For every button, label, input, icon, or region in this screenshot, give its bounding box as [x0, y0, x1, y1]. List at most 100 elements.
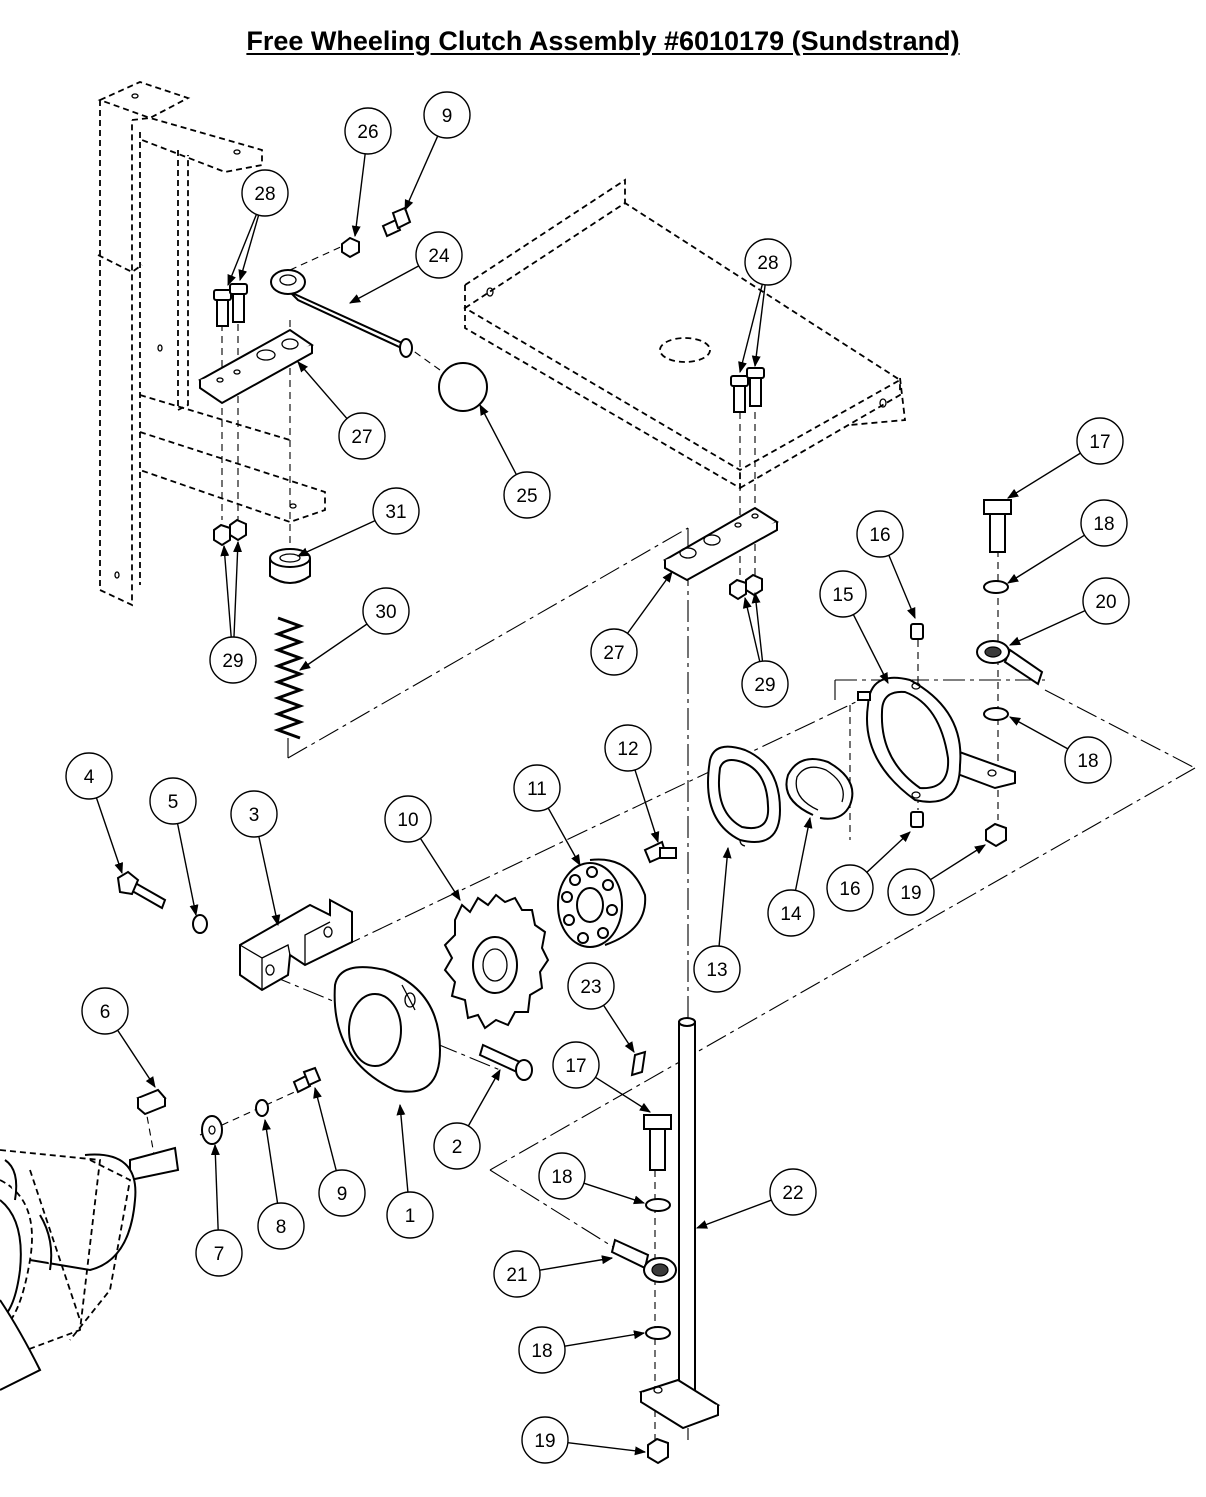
screw-16-top — [910, 623, 924, 640]
callout-number: 15 — [832, 585, 853, 606]
callout-circle — [81, 987, 129, 1035]
callout-leader — [313, 1086, 337, 1171]
callout-number: 27 — [603, 643, 624, 664]
callout-circle — [1082, 577, 1130, 625]
callout-balloon-18: 18 — [1064, 736, 1112, 784]
callout-balloon-25: 25 — [503, 471, 551, 519]
callout-leader — [564, 1330, 646, 1347]
callout-circle — [741, 660, 789, 708]
callout-circle — [344, 107, 392, 155]
callout-circle — [372, 487, 420, 535]
callout-balloon-8: 8 — [257, 1202, 305, 1250]
callout-balloon-30: 30 — [362, 587, 410, 635]
callout-number: 19 — [534, 1431, 555, 1452]
callout-number: 8 — [276, 1217, 287, 1238]
callout-leader — [117, 1029, 156, 1088]
callout-leader — [930, 844, 986, 881]
callout-circle — [386, 1191, 434, 1239]
callout-leader — [583, 1182, 646, 1205]
callout-number: 14 — [780, 904, 802, 925]
callout-circle — [538, 1152, 586, 1200]
callout-circle — [887, 868, 935, 916]
callout-number: 18 — [1093, 514, 1114, 535]
callout-circle — [552, 1041, 600, 1089]
callout-leader — [233, 540, 243, 638]
callout-number: 26 — [357, 122, 378, 143]
callout-leader — [419, 837, 461, 901]
callout-leader — [176, 823, 199, 917]
callout-number: 27 — [351, 427, 372, 448]
callout-balloon-18: 18 — [518, 1326, 566, 1374]
callout-leader — [258, 836, 281, 927]
callout-circle — [423, 91, 471, 139]
callout-number: 28 — [254, 184, 275, 205]
callout-circle — [567, 962, 615, 1010]
callout-number: 1 — [405, 1206, 416, 1227]
callout-circle — [769, 1168, 817, 1216]
callout-number: 6 — [100, 1002, 111, 1023]
callout-balloon-7: 7 — [195, 1229, 243, 1277]
callout-number: 19 — [900, 883, 921, 904]
callout-balloon-6: 6 — [81, 987, 129, 1035]
callout-number: 23 — [580, 977, 601, 998]
callout-number: 11 — [527, 779, 547, 800]
callout-balloon-23: 23 — [567, 962, 615, 1010]
washer-18-c — [645, 1198, 671, 1212]
callout-circle — [257, 1202, 305, 1250]
callout-circle — [819, 570, 867, 618]
pin-23 — [630, 1050, 647, 1077]
callout-number: 30 — [375, 602, 396, 623]
callout-circle — [318, 1169, 366, 1217]
callout-circle — [362, 587, 410, 635]
shaft-22 — [638, 1017, 721, 1430]
platform-plate — [463, 178, 907, 490]
callout-circle — [1080, 499, 1128, 547]
callout-circle — [518, 1326, 566, 1374]
callout-leader — [1008, 609, 1086, 646]
callout-leader — [751, 591, 764, 662]
lock-washer-8 — [255, 1099, 269, 1117]
bolt-17-top — [983, 499, 1012, 553]
callout-balloon-20: 20 — [1082, 577, 1130, 625]
collar-31 — [269, 548, 311, 584]
callout-balloon-28: 28 — [241, 169, 289, 217]
callout-leader — [299, 623, 368, 671]
bolt-9-top — [381, 206, 412, 238]
callout-circle — [338, 412, 386, 460]
nut-19-a — [985, 822, 1007, 848]
grease-fitting-12 — [643, 840, 677, 864]
callout-leader — [296, 519, 376, 557]
callout-circle — [241, 169, 289, 217]
callout-number: 25 — [516, 486, 537, 507]
callout-number: 28 — [757, 253, 778, 274]
callout-balloon-17: 17 — [1076, 417, 1124, 465]
callout-balloon-18: 18 — [1080, 499, 1128, 547]
callout-leader — [547, 807, 581, 866]
diagram-title: Free Wheeling Clutch Assembly #6010179 (… — [246, 26, 960, 56]
washer-18-d — [645, 1326, 671, 1340]
callout-balloon-24: 24 — [415, 231, 463, 279]
washer-7 — [201, 1115, 223, 1145]
callout-balloon-17: 17 — [552, 1041, 600, 1089]
callout-leader — [567, 1442, 647, 1456]
callout-number: 21 — [506, 1265, 527, 1286]
callout-number: 12 — [617, 739, 638, 760]
callout-leader — [238, 214, 260, 282]
callout-leader — [634, 769, 660, 844]
callout-number: 16 — [839, 879, 860, 900]
callout-leader — [210, 1143, 220, 1231]
bolt-2 — [478, 1043, 533, 1081]
callout-number: 18 — [551, 1167, 572, 1188]
callout-leader — [479, 404, 517, 475]
callout-balloon-16: 16 — [826, 864, 874, 912]
callout-leader — [351, 153, 366, 238]
callout-leader — [866, 831, 911, 873]
callout-circle — [1076, 417, 1124, 465]
callout-leader — [404, 135, 439, 212]
callout-balloon-22: 22 — [769, 1168, 817, 1216]
callout-balloon-18: 18 — [538, 1152, 586, 1200]
callout-number: 17 — [565, 1056, 586, 1077]
callout-number: 29 — [222, 651, 243, 672]
callout-balloon-28: 28 — [744, 238, 792, 286]
callout-number: 7 — [214, 1244, 225, 1265]
